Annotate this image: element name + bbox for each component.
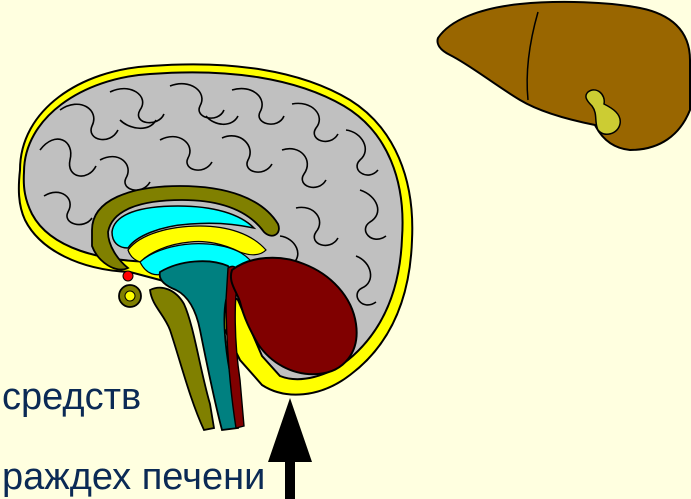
slide-text-line1: средств	[2, 378, 141, 416]
pituitary-inner	[125, 291, 135, 301]
up-arrow-icon	[268, 398, 312, 499]
liver-shape	[438, 2, 691, 150]
optic-chiasm	[123, 271, 133, 281]
liver-illustration	[438, 2, 691, 150]
slide-text-line2: раждех печени	[2, 458, 265, 496]
